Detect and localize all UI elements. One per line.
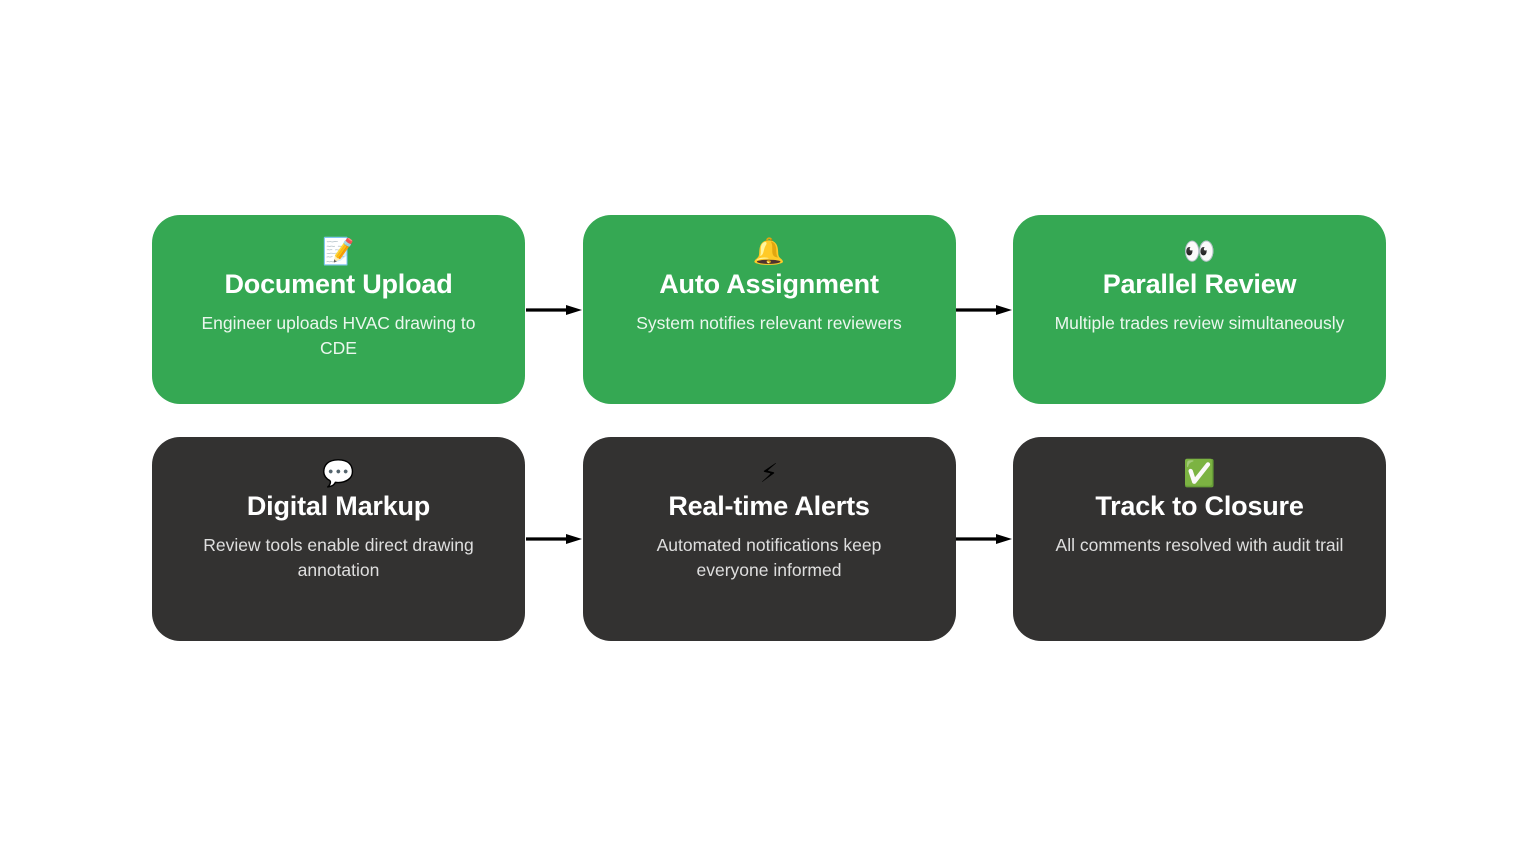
flow-card-real-time-alerts[interactable]: ⚡ Real-time Alerts Automated notificatio…	[582, 437, 956, 641]
high-voltage-icon: ⚡	[759, 459, 779, 489]
connector-slot	[525, 215, 583, 404]
arrow-right-icon	[525, 302, 582, 318]
card-title: Real-time Alerts	[668, 491, 870, 521]
memo-icon: 📝	[322, 237, 355, 267]
flow-card-track-to-closure[interactable]: ✅ Track to Closure All comments resolved…	[1013, 437, 1386, 641]
card-title: Track to Closure	[1095, 491, 1304, 521]
flow-card-digital-markup[interactable]: 💬 Digital Markup Review tools enable dir…	[152, 437, 525, 641]
connector-slot	[525, 437, 583, 641]
card-description: All comments resolved with audit trail	[1055, 534, 1344, 555]
card-title: Parallel Review	[1102, 269, 1297, 299]
card-title: Auto Assignment	[659, 269, 879, 299]
card-title: Document Upload	[224, 269, 453, 299]
arrow-right-icon	[956, 531, 1013, 547]
flow-row-top: 📝 Document Upload Engineer uploads HVAC …	[152, 215, 1386, 404]
flow-card-document-upload[interactable]: 📝 Document Upload Engineer uploads HVAC …	[152, 215, 525, 404]
arrow-right-icon	[956, 302, 1013, 318]
flow-row-bottom: 💬 Digital Markup Review tools enable dir…	[152, 437, 1386, 641]
card-description: Review tools enable direct drawing annot…	[203, 534, 474, 581]
card-description: Automated notifications keep everyone in…	[656, 534, 882, 581]
eyes-icon: 👀	[1183, 237, 1216, 267]
check-mark-button-icon: ✅	[1183, 459, 1216, 489]
speech-balloon-icon: 💬	[322, 459, 355, 489]
card-description: Engineer uploads HVAC drawing to CDE	[201, 312, 476, 359]
arrow-right-icon	[525, 531, 582, 547]
connector-slot	[956, 215, 1014, 404]
flow-card-auto-assignment[interactable]: 🔔 Auto Assignment System notifies releva…	[582, 215, 956, 404]
card-title: Digital Markup	[246, 491, 431, 521]
flow-card-parallel-review[interactable]: 👀 Parallel Review Multiple trades review…	[1013, 215, 1386, 404]
card-description: Multiple trades review simultaneously	[1054, 312, 1345, 333]
card-description: System notifies relevant reviewers	[636, 312, 902, 333]
bell-icon: 🔔	[752, 237, 786, 267]
connector-slot	[956, 437, 1014, 641]
